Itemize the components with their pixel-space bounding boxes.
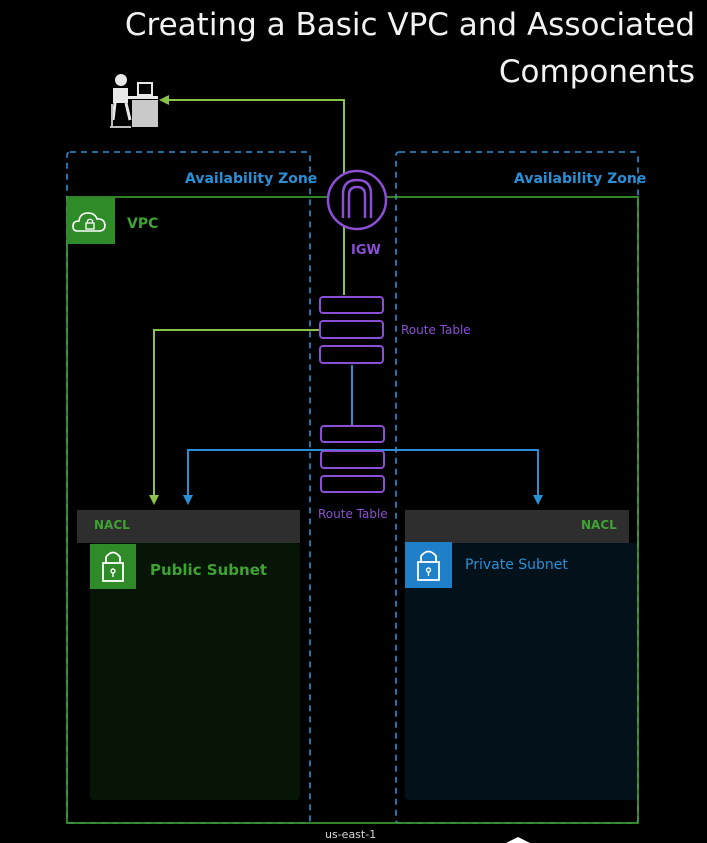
- igw-to-user-line: [159, 95, 345, 295]
- page-title: Creating a Basic VPC and Associated Comp…: [95, 2, 695, 96]
- region-label: us-east-1: [325, 828, 377, 841]
- public-padlock-icon: [90, 544, 136, 589]
- igw-label: IGW: [351, 243, 381, 258]
- private-subnet-label: Private Subnet: [465, 557, 568, 573]
- page-title-line-1: Creating a Basic VPC and Associated: [124, 7, 695, 43]
- nacl-right-label: NACL: [581, 518, 617, 532]
- cloud-lock-icon: [67, 198, 115, 244]
- page-title-line-2: Components: [498, 54, 695, 90]
- nacl-bar-left: [77, 510, 300, 543]
- route-table-bottom-label: Route Table: [318, 507, 388, 521]
- availability-zone-right: [395, 151, 639, 824]
- route-table-bottom-icon: [320, 425, 385, 493]
- nacl-left-label: NACL: [94, 518, 130, 532]
- user-at-desk-icon: [110, 74, 158, 128]
- public-subnet-label: Public Subnet: [150, 561, 268, 579]
- vpc-label: VPC: [127, 216, 159, 232]
- partial-shape-bottom: [506, 837, 530, 843]
- route-table-top-label: Route Table: [401, 323, 471, 337]
- availability-zone-right-label: Availability Zone: [514, 171, 647, 187]
- private-padlock-icon: [405, 542, 452, 588]
- availability-zone-left-label: Availability Zone: [185, 171, 318, 187]
- route-to-public-line: [149, 329, 320, 505]
- internet-gateway-icon: [326, 169, 388, 231]
- nacl-bar-right: [405, 510, 629, 543]
- route-table-top-icon: [319, 296, 384, 364]
